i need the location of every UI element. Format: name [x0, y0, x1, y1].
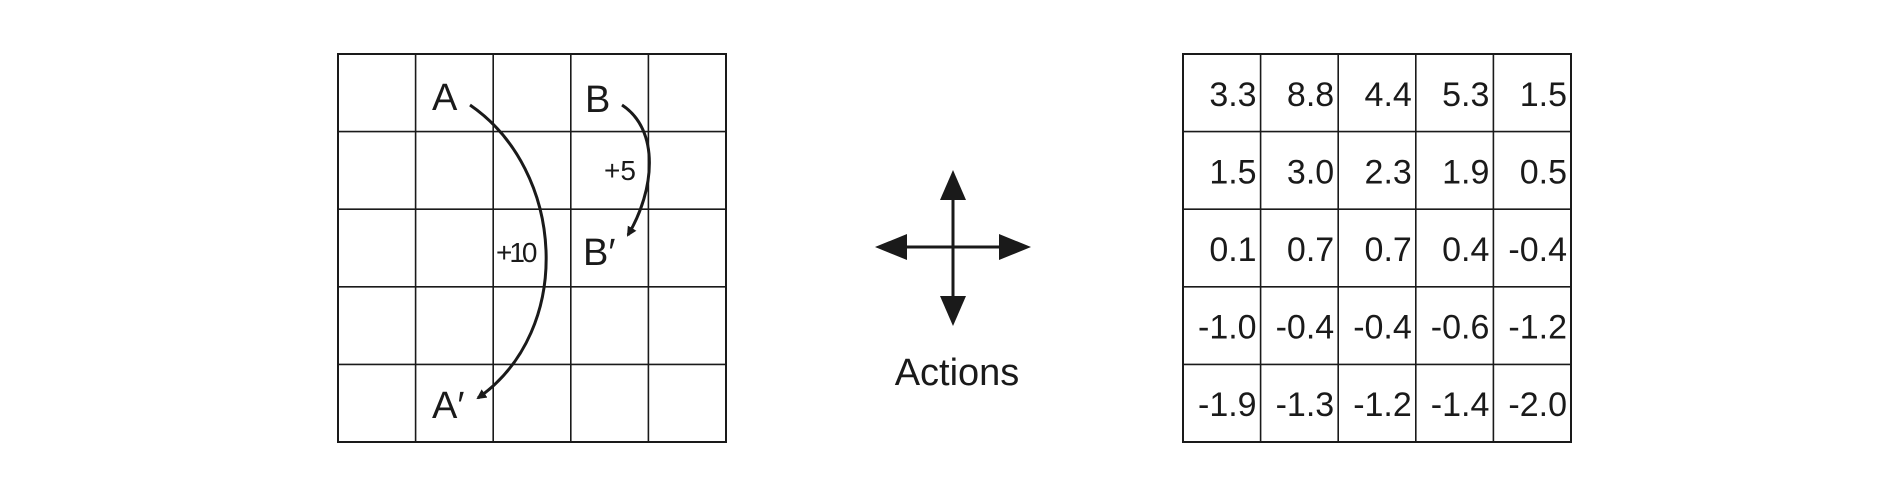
reward-label-a: +10 — [496, 237, 537, 268]
arrow-right-icon — [999, 234, 1031, 260]
value-cell: -1.2 — [1353, 386, 1412, 424]
value-cell: 0.7 — [1365, 231, 1412, 269]
value-cell: 0.5 — [1520, 153, 1567, 191]
value-cell: -0.6 — [1431, 309, 1490, 347]
value-cell: -0.4 — [1276, 309, 1335, 347]
value-cell: -1.0 — [1198, 309, 1257, 347]
cell-label-b-prime: B′ — [583, 232, 615, 274]
value-cell: -0.4 — [1508, 231, 1567, 269]
value-cell: -0.4 — [1353, 309, 1412, 347]
value-cell: 4.4 — [1365, 76, 1412, 114]
value-cell: 3.3 — [1209, 76, 1256, 114]
cell-label-a: A — [432, 77, 458, 119]
gridworld-lines — [338, 54, 726, 442]
cell-label-b: B — [585, 79, 610, 121]
value-cell: -1.3 — [1276, 386, 1335, 424]
arrow-left-icon — [875, 234, 907, 260]
transition-arrow-b — [621, 103, 651, 237]
value-table-border — [1182, 53, 1572, 443]
value-cell: 8.8 — [1287, 76, 1334, 114]
cell-label-a-prime: A′ — [432, 385, 464, 427]
value-cell: -1.9 — [1198, 386, 1257, 424]
actions-diagram: Actions — [875, 170, 1031, 394]
value-cell: 0.4 — [1442, 231, 1489, 269]
value-cell: -1.2 — [1508, 309, 1567, 347]
gridworld-border — [337, 53, 727, 443]
value-cell: -1.4 — [1431, 386, 1490, 424]
value-cell: 1.5 — [1520, 76, 1567, 114]
value-cell: -2.0 — [1508, 386, 1567, 424]
value-cell: 0.1 — [1209, 231, 1256, 269]
value-cells: 3.3 8.8 4.4 5.3 1.5 1.5 3.0 2.3 1.9 0.5 0.1 0.7 0.7 0… — [1198, 76, 1567, 424]
reward-label-b: +5 — [604, 155, 636, 186]
value-cell: 1.5 — [1209, 153, 1256, 191]
gridworld: A B B′ A′ +10 +5 — [337, 53, 727, 443]
transition-arrow-a — [469, 103, 548, 400]
value-cell: 2.3 — [1365, 153, 1412, 191]
value-cell: 0.7 — [1287, 231, 1334, 269]
arrow-down-icon — [940, 296, 966, 326]
value-cell: 1.9 — [1442, 153, 1489, 191]
value-cell: 3.0 — [1287, 153, 1334, 191]
value-cell: 5.3 — [1442, 76, 1489, 114]
arrow-up-icon — [940, 170, 966, 200]
value-table-lines — [1183, 54, 1571, 442]
value-table: 3.3 8.8 4.4 5.3 1.5 1.5 3.0 2.3 1.9 0.5 0.1 0.7 0.7 0… — [1182, 53, 1572, 443]
actions-label: Actions — [895, 352, 1020, 394]
